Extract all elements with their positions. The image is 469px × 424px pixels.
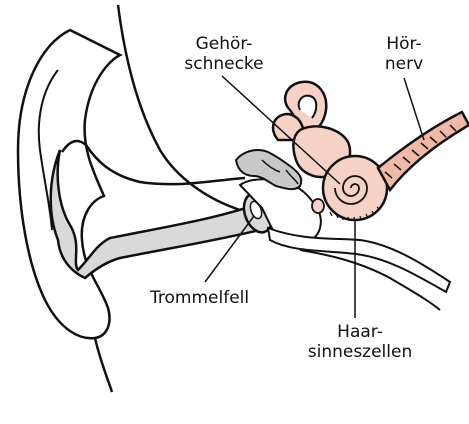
label-nerve-line1: Hör- — [372, 34, 436, 54]
pinna — [18, 30, 120, 338]
label-eardrum: Trommelfell — [150, 288, 249, 308]
label-hair-cells: Haar- sinneszellen — [300, 322, 420, 362]
label-cochlea-line1: Gehör- — [178, 34, 270, 54]
cochlea — [323, 156, 387, 220]
label-hair-cells-line1: Haar- — [300, 322, 420, 342]
eustachian-tube — [268, 228, 450, 292]
label-cochlea-line2: schnecke — [178, 54, 270, 74]
eustachian-inner — [300, 250, 440, 310]
neck-contour — [95, 338, 112, 392]
label-cochlea: Gehör- schnecke — [178, 34, 270, 74]
label-hair-cells-line2: sinneszellen — [300, 342, 420, 362]
round-window — [312, 199, 324, 213]
label-nerve-line2: nerv — [372, 54, 436, 74]
label-auditory-nerve: Hör- nerv — [372, 34, 436, 74]
leader-nerve — [404, 78, 424, 140]
